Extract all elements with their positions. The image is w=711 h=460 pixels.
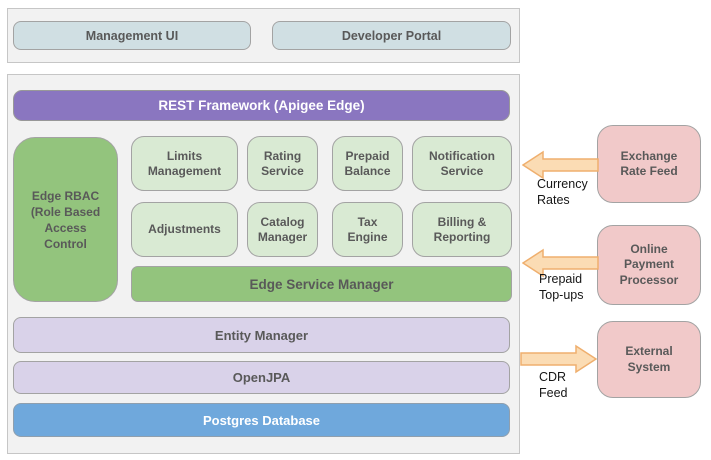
openjpa-label: OpenJPA bbox=[232, 370, 291, 385]
entity-manager-bar: Entity Manager bbox=[13, 317, 510, 353]
service-box-prepaid-balance: Prepaid Balance bbox=[332, 136, 403, 191]
external-system-label: External System bbox=[625, 344, 673, 374]
currency-rates-flow-label: Currency Rates bbox=[537, 177, 588, 207]
external-system-box: External System bbox=[597, 321, 701, 398]
service-box-tax-engine: Tax Engine bbox=[332, 202, 403, 257]
online-payment-processor-label: Online Payment Processor bbox=[619, 241, 679, 287]
edge-service-manager-bar: Edge Service Manager bbox=[131, 266, 512, 302]
edge-rbac-label: Edge RBAC (Role Based Access Control bbox=[30, 188, 101, 251]
service-box-billing-reporting: Billing & Reporting bbox=[412, 202, 512, 257]
service-label: Billing & Reporting bbox=[433, 214, 491, 244]
postgres-database-label: Postgres Database bbox=[202, 412, 321, 428]
prepaid-topups-arrow-left-icon bbox=[522, 248, 599, 278]
management-ui-label: Management UI bbox=[85, 28, 179, 43]
service-label: Catalog Manager bbox=[257, 214, 308, 244]
exchange-rate-feed-box: Exchange Rate Feed bbox=[597, 125, 701, 203]
service-label: Notification Service bbox=[429, 148, 495, 178]
rest-framework-label: REST Framework (Apigee Edge) bbox=[158, 98, 365, 113]
service-box-adjustments: Adjustments bbox=[131, 202, 238, 257]
service-label: Rating Service bbox=[261, 148, 304, 178]
cdr-feed-flow-label: CDR Feed bbox=[539, 370, 568, 400]
rest-framework-bar: REST Framework (Apigee Edge) bbox=[13, 90, 510, 121]
service-label: Prepaid Balance bbox=[344, 148, 391, 178]
service-box-notification-service: Notification Service bbox=[412, 136, 512, 191]
online-payment-processor-box: Online Payment Processor bbox=[597, 225, 701, 305]
currency-rates-arrow-left-icon bbox=[522, 150, 599, 180]
service-box-catalog-manager: Catalog Manager bbox=[247, 202, 318, 257]
prepaid-topups-flow-label: Prepaid Top-ups bbox=[539, 272, 584, 302]
service-label: Adjustments bbox=[148, 222, 221, 236]
developer-portal-box: Developer Portal bbox=[272, 21, 511, 50]
service-label: Limits Management bbox=[147, 148, 222, 178]
service-box-rating-service: Rating Service bbox=[247, 136, 318, 191]
entity-manager-label: Entity Manager bbox=[214, 327, 309, 343]
edge-service-manager-label: Edge Service Manager bbox=[249, 276, 394, 292]
exchange-rate-feed-label: Exchange Rate Feed bbox=[620, 148, 678, 179]
cdr-feed-arrow-right-icon bbox=[520, 344, 598, 374]
edge-rbac-box: Edge RBAC (Role Based Access Control bbox=[13, 137, 118, 302]
service-label: Tax Engine bbox=[347, 214, 388, 244]
openjpa-bar: OpenJPA bbox=[13, 361, 510, 394]
developer-portal-label: Developer Portal bbox=[341, 28, 442, 43]
service-box-limits-management: Limits Management bbox=[131, 136, 238, 191]
postgres-database-bar: Postgres Database bbox=[13, 403, 510, 437]
management-ui-box: Management UI bbox=[13, 21, 251, 50]
